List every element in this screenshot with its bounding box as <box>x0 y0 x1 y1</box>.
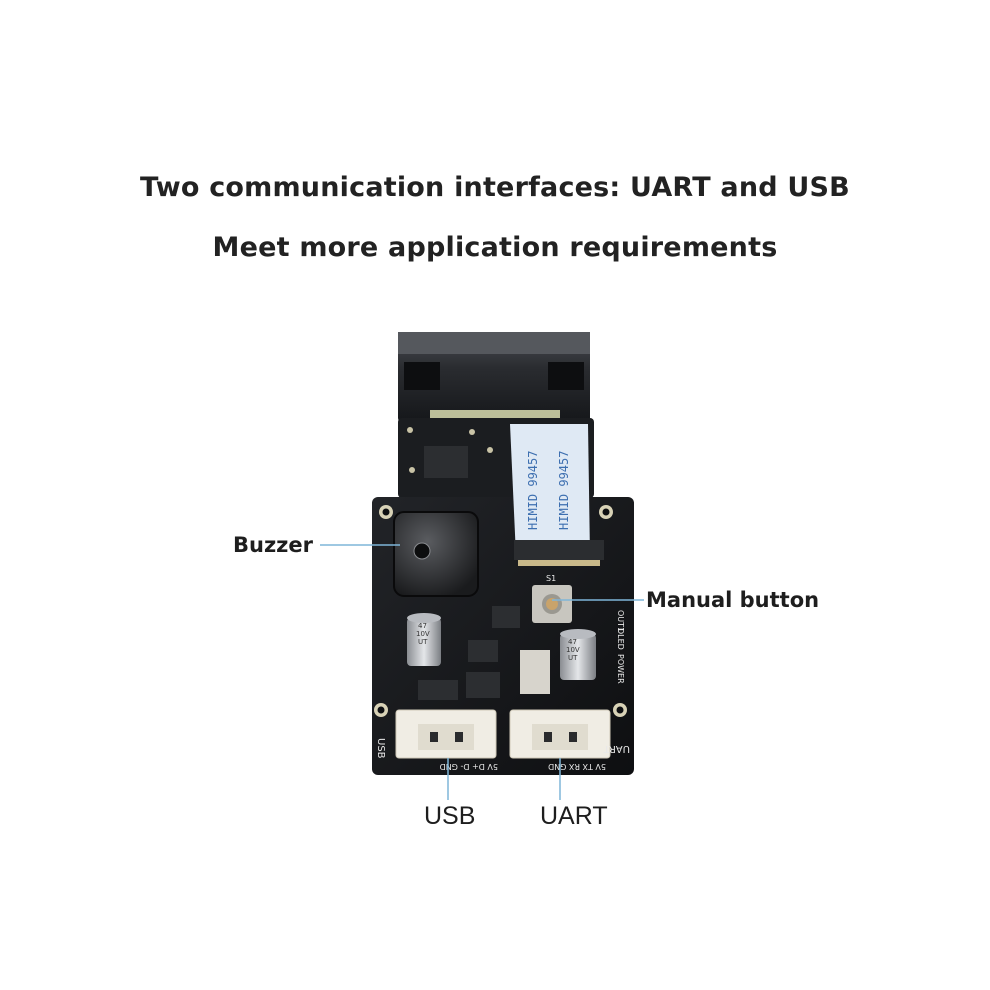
cap-right-print-2: 10V <box>566 646 580 654</box>
silk-uart-pins: 5V TX RX GND <box>548 762 606 771</box>
fpc-pins <box>518 560 600 566</box>
cable-print-2: HIMID 99457 <box>557 451 571 530</box>
callout-manual-button: Manual button <box>646 588 820 612</box>
smd-parts <box>418 606 550 700</box>
manual-button-component: S1 <box>532 574 572 623</box>
callout-usb: USB <box>424 802 476 830</box>
callout-uart: UART <box>540 802 608 830</box>
flex-cable: HIMID 99457 HIMID 99457 <box>510 424 590 556</box>
uart-connector <box>509 709 611 759</box>
cap-right-print-3: UT <box>568 654 578 662</box>
cap-left-print-3: UT <box>418 638 428 646</box>
cap-left-print-1: 47 <box>418 622 427 630</box>
silk-dled: DLED <box>616 628 625 650</box>
headline-line-1: Two communication interfaces: UART and U… <box>140 172 850 203</box>
cable-print-1: HIMID 99457 <box>526 451 540 530</box>
silk-power: POWER <box>616 654 625 684</box>
silk-usb: USB <box>375 738 386 759</box>
scan-engine <box>398 332 590 422</box>
capacitor-right: 47 10V UT <box>560 629 596 680</box>
cap-right-print-1: 47 <box>568 638 577 646</box>
capacitor-left: 47 10V UT <box>407 613 441 666</box>
silk-usb-pins: 5V D+ D- GND <box>440 762 498 771</box>
cap-left-print-2: 10V <box>416 630 430 638</box>
silk-out1: OUT1 <box>616 610 625 632</box>
fpc-connector <box>514 540 604 560</box>
usb-connector <box>395 709 497 759</box>
buzzer-component <box>393 511 479 597</box>
headline-line-2: Meet more application requirements <box>212 232 778 263</box>
callout-buzzer: Buzzer <box>233 533 314 557</box>
silk-uart: UART <box>603 743 630 754</box>
silk-s1: S1 <box>546 574 556 583</box>
callout-leader-lines <box>320 544 644 800</box>
